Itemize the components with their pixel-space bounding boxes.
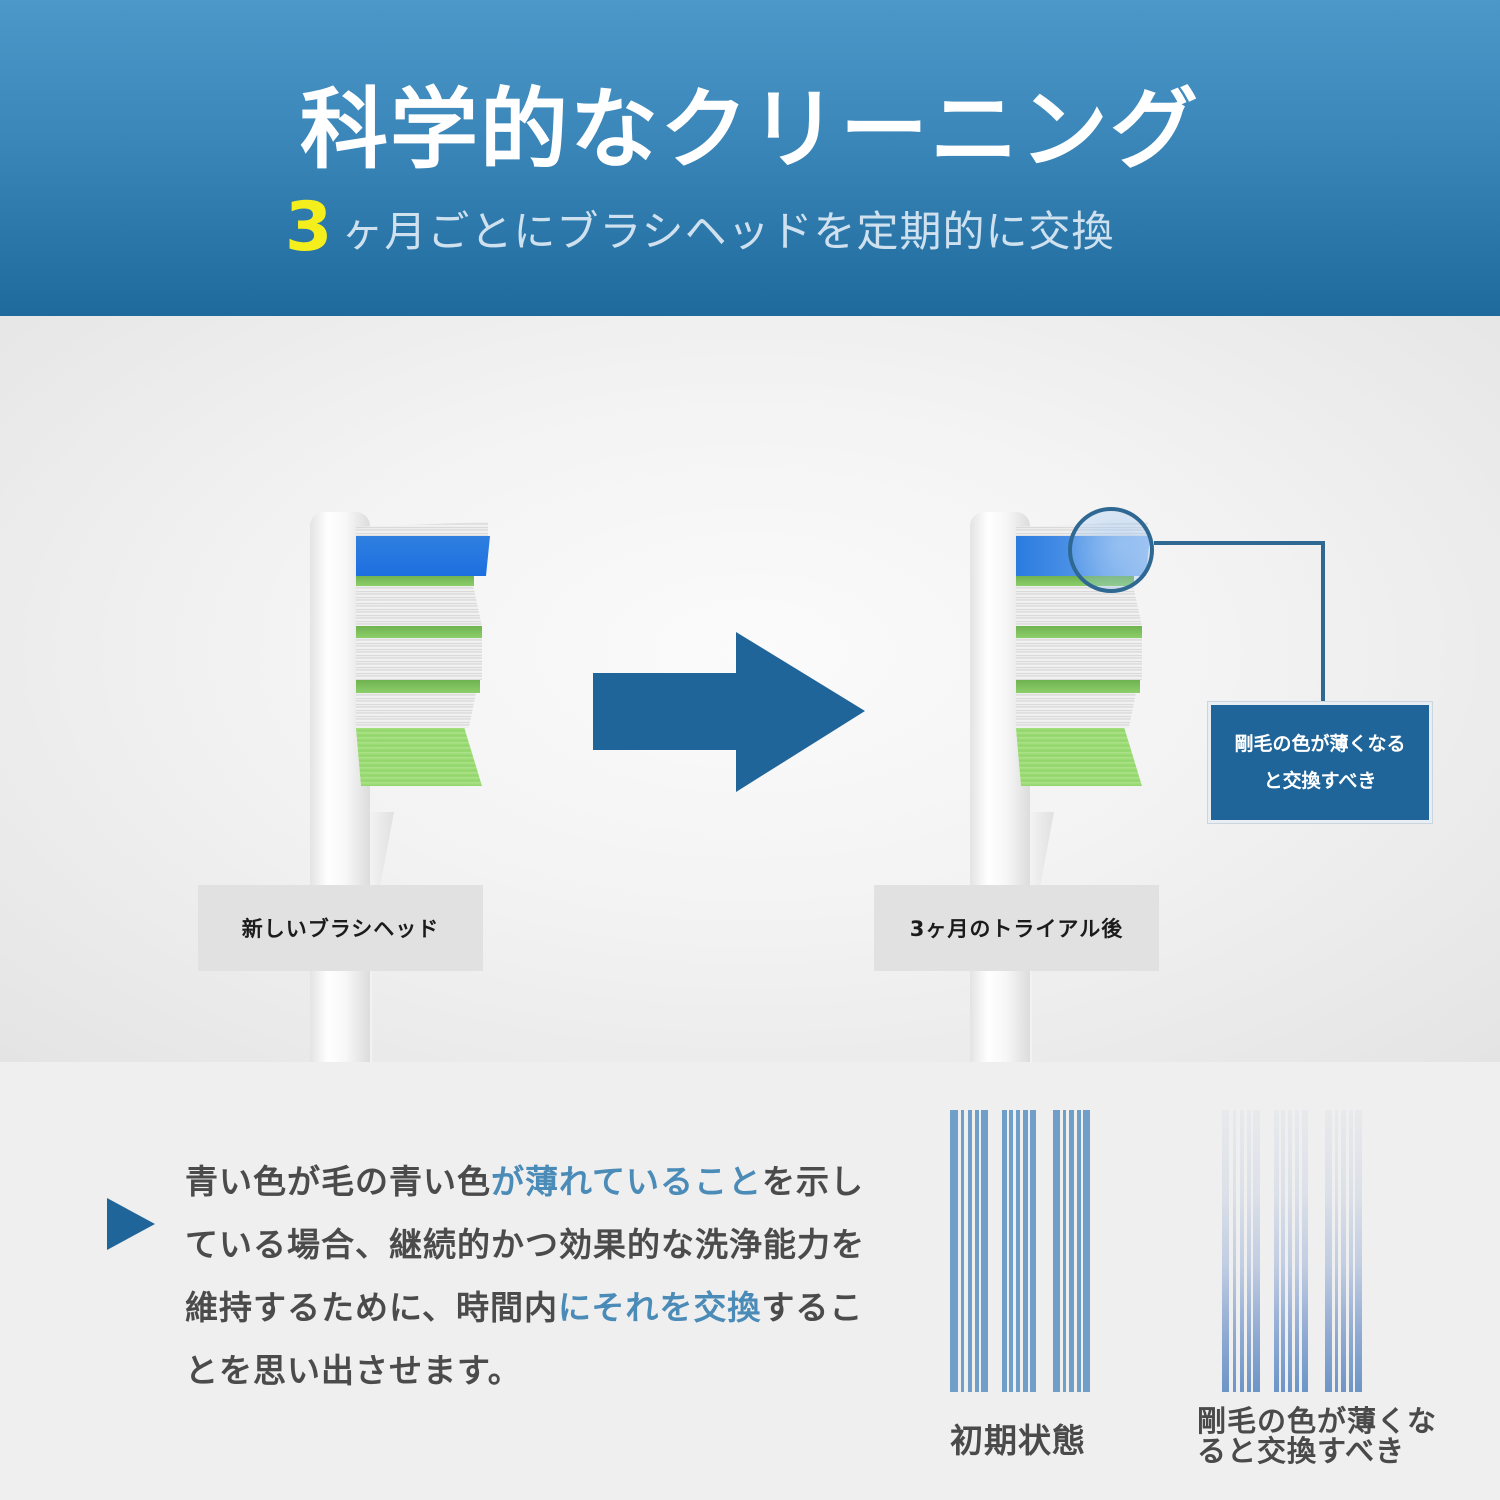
after-trial-label: 3ヶ月のトライアル後	[874, 885, 1159, 971]
desc-segment: を示している場合、継続的かつ効果的な洗浄能力を維持するために、時間内	[185, 1162, 865, 1327]
faded-state-label: 剛毛の色が薄くなると交換すべき	[1197, 1404, 1438, 1468]
callout-connector	[1321, 541, 1325, 704]
description-text: 青い色が毛の青い色が薄れていることを示している場合、継続的かつ効果的な洗浄能力を…	[185, 1150, 875, 1402]
initial-state-label: 初期状態	[950, 1421, 1086, 1460]
desc-segment: 青い色が毛の青い色	[185, 1162, 491, 1201]
info-section: 青い色が毛の青い色が薄れていることを示している場合、継続的かつ効果的な洗浄能力を…	[0, 1062, 1500, 1500]
new-brush-head-image	[296, 512, 496, 1062]
subtitle-number: 3	[285, 188, 334, 267]
desc-highlight: が薄れていること	[491, 1162, 763, 1201]
brush-bristles	[356, 522, 492, 786]
subtitle-text: ヶ月ごとにブラシヘッドを定期的に交換	[341, 207, 1115, 256]
play-triangle-icon	[107, 1198, 155, 1250]
magnifier-circle	[1068, 507, 1154, 593]
callout-text-line2: と交換すべき	[1263, 769, 1377, 792]
used-brush-head-image	[956, 512, 1156, 1062]
desc-segment: することを思い出させます。	[185, 1288, 864, 1390]
new-brush-label: 新しいブラシヘッド	[198, 885, 483, 971]
desc-highlight: にそれを交換	[558, 1288, 762, 1327]
callout-connector	[1154, 541, 1325, 545]
initial-bristle-indicator	[950, 1110, 1110, 1392]
blue-indicator-bristles	[356, 536, 490, 576]
arrow-right-icon	[593, 632, 865, 792]
callout-text-line1: 剛毛の色が薄くなる	[1234, 732, 1406, 755]
faded-bristle-indicator	[1222, 1110, 1382, 1392]
replace-callout-box: 剛毛の色が薄くなる と交換すべき	[1207, 701, 1433, 824]
page-title: 科学的なクリーニング	[299, 78, 1200, 181]
comparison-stage: 剛毛の色が薄くなる と交換すべき 新しいブラシヘッド 3ヶ月のトライアル後	[0, 316, 1500, 1062]
